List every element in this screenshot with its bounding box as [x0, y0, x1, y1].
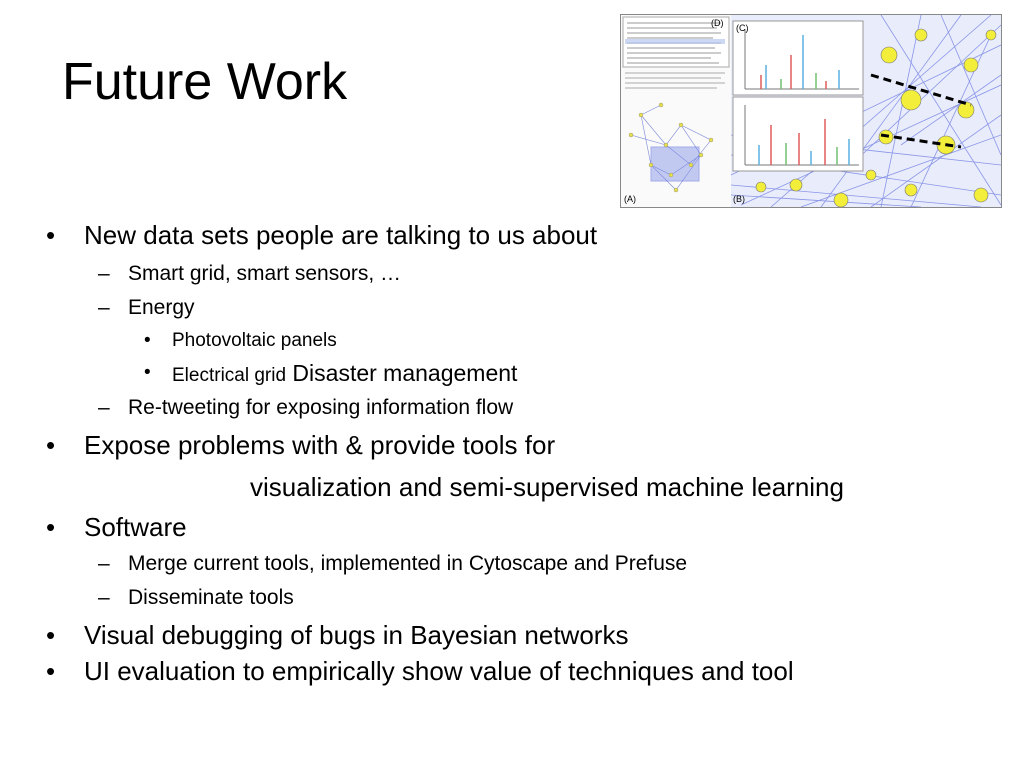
bullet-item: – Energy — [98, 294, 195, 322]
bullet-text: Visual debugging of bugs in Bayesian net… — [84, 620, 629, 650]
bullet-text: Software — [84, 512, 187, 542]
email-list — [622, 16, 730, 68]
bullet-text: Re-tweeting for exposing information flo… — [128, 396, 514, 419]
bullet-text: Merge current tools, implemented in Cyto… — [128, 552, 688, 575]
bullet-item: – Merge current tools, implemented in Cy… — [98, 550, 688, 578]
bullet-text: Electrical grid — [172, 365, 287, 386]
illustration: (A) (D) — [620, 14, 1002, 208]
bullet-item: • New data sets people are talking to us… — [46, 218, 598, 252]
bullet-text: Photovoltaic panels — [172, 330, 337, 351]
bullet-item: – Re-tweeting for exposing information f… — [98, 394, 514, 422]
bullet-item: • Visual debugging of bugs in Bayesian n… — [46, 618, 629, 652]
bullet-text: Disseminate tools — [128, 586, 294, 609]
panel-c-charts: (C) — [732, 20, 864, 172]
bullet-text: Expose problems with & provide tools for — [84, 430, 556, 460]
bullet-marker: – — [98, 396, 110, 419]
bullet-marker: • — [46, 656, 56, 686]
bullet-text: visualization and semi-supervised machin… — [250, 472, 844, 502]
bullet-item: – Disseminate tools — [98, 584, 294, 612]
email-body-text — [625, 72, 725, 89]
panel-c-label: (C) — [736, 23, 749, 33]
small-network-nodes — [628, 102, 714, 193]
bullet-marker: – — [98, 296, 110, 319]
bullet-marker: • — [144, 362, 151, 383]
bullet-marker: • — [46, 620, 56, 650]
highlighted-paths — [870, 73, 972, 149]
bullet-marker: • — [46, 220, 56, 250]
bullet-continuation: visualization and semi-supervised machin… — [250, 470, 844, 504]
bullet-text: Energy — [128, 296, 195, 319]
bullet-marker: – — [98, 552, 110, 575]
bullet-text: UI evaluation to empirically show value … — [84, 656, 794, 686]
bullet-item: • UI evaluation to empirically show valu… — [46, 654, 794, 688]
bullet-text-suffix: Disaster management — [286, 360, 518, 386]
bullet-item: • Photovoltaic panels — [144, 328, 337, 354]
bullet-text: New data sets people are talking to us a… — [84, 220, 598, 250]
network-nodes — [755, 28, 997, 207]
bullet-item: • Electrical grid Disaster management — [144, 360, 518, 389]
panel-d-label: (D) — [711, 18, 724, 28]
bullet-item: • Expose problems with & provide tools f… — [46, 428, 556, 462]
slide-title: Future Work — [62, 53, 348, 111]
panel-a-label: (A) — [624, 194, 636, 204]
bullet-marker: • — [46, 512, 56, 542]
illustration-canvas: (A) (D) — [621, 15, 1001, 207]
bullet-item: • Software — [46, 510, 187, 544]
bullet-marker: • — [144, 330, 151, 351]
panel-b-label: (B) — [733, 194, 745, 204]
bullet-marker: – — [98, 262, 110, 285]
bullet-item: – Smart grid, smart sensors, … — [98, 260, 402, 288]
bullet-marker: • — [46, 430, 56, 460]
bullet-text: Smart grid, smart sensors, … — [128, 262, 402, 285]
bullet-marker: – — [98, 586, 110, 609]
